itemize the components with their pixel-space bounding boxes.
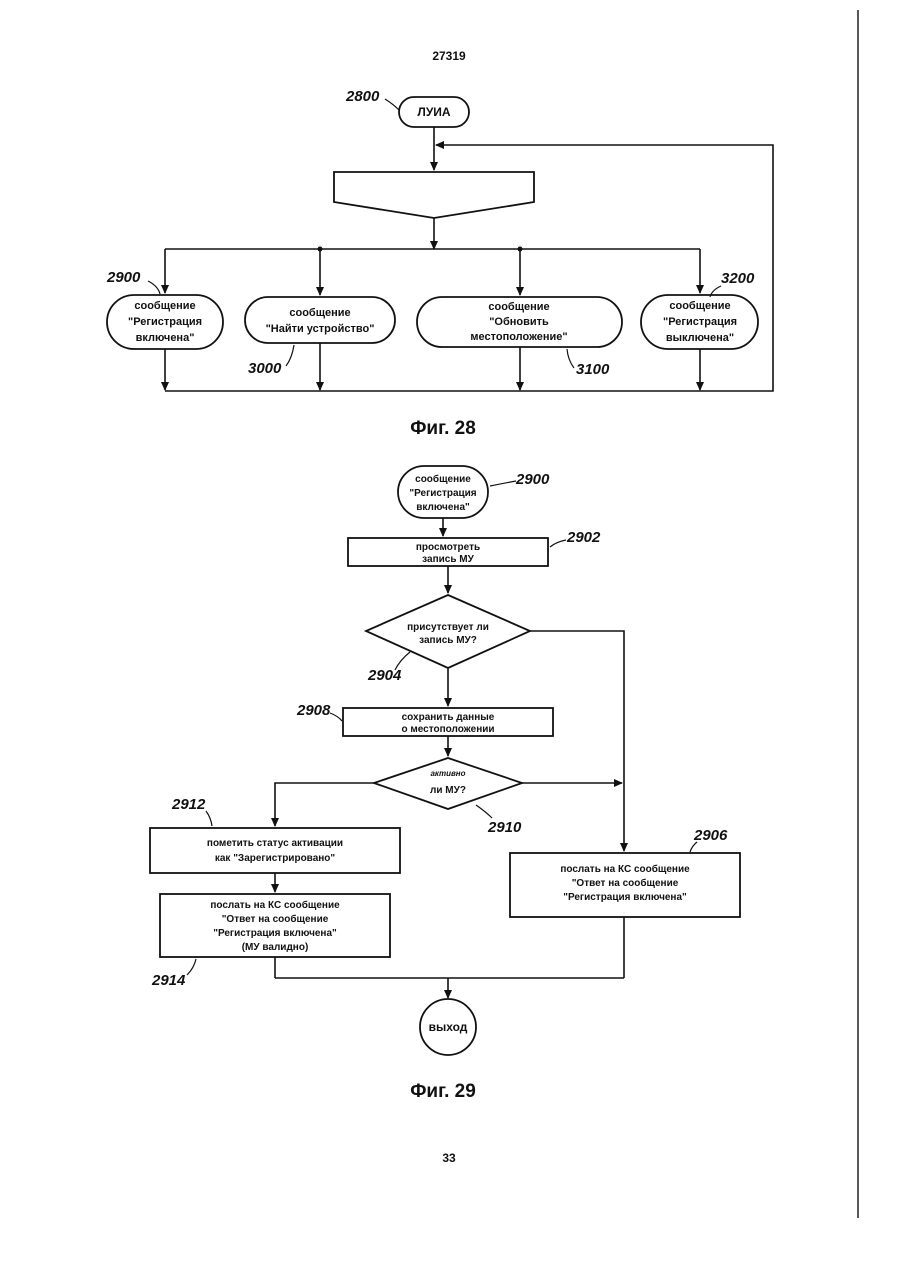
step-2912-line-1: пометить статус активации [207,838,343,849]
node-3100-line-1: сообщение [488,301,549,313]
node-3000-line-1: сообщение [289,307,350,319]
ref-label-2904: 2904 [367,667,402,684]
decision-2910-device-active [374,758,522,809]
ref-label-2914: 2914 [151,972,186,989]
node-2900-line-2: "Регистрация [128,316,202,328]
decision-2910-line-1: активно [430,769,465,778]
step-2902-line-2: запись МУ [422,554,474,565]
node-3200-line-3: выключена" [666,332,734,344]
ref-label-2800: 2800 [345,88,380,105]
node-3000-find-device [245,297,395,343]
ref-leader-2912 [206,811,212,826]
node-3100-line-2: "Обновить [489,316,549,328]
node-3200-line-1: сообщение [669,300,730,312]
ref-label-3200: 3200 [721,270,755,287]
decision-2904-line-1: присутствует ли [407,622,489,633]
figure-28-caption: Фиг. 28 [410,418,476,439]
ref-label-2912: 2912 [171,796,206,813]
start-2900-line-3: включена" [416,502,470,513]
step-2914-line-2: "Ответ на сообщение [222,913,329,925]
ref-leader-2910 [476,805,492,818]
exit-label: выход [429,1020,468,1034]
ref-label-2906: 2906 [693,827,728,844]
ref-leader-3100 [567,349,574,368]
ref-leader-2908 [330,713,342,721]
ref-label-3100: 3100 [576,361,610,378]
decision-2904-line-2: запись МУ? [419,635,477,646]
wait-message-shape [334,172,534,218]
decision-2910-line-2: ли МУ? [430,785,466,796]
ref-leader-2800 [385,99,399,110]
step-2912-line-2: как "Зарегистрировано" [215,853,336,864]
ref-leader-2900 [148,281,160,294]
step-2914-line-3: "Регистрация включена" [213,928,337,939]
step-2908-line-1: сохранить данные [402,712,495,723]
ref-leader-2900-fig29 [490,481,516,486]
step-2914-line-4: (МУ валидно) [242,942,309,953]
start-terminal-label: ЛУИА [417,105,451,119]
ref-label-3000: 3000 [248,360,282,377]
start-2900-line-1: сообщение [415,473,471,485]
step-2912-mark-registered [150,828,400,873]
step-2908-line-2: о местоположении [401,724,494,735]
connector-2910-to-2912 [275,783,374,826]
page-number: 33 [442,1151,456,1165]
step-2902-line-1: просмотреть [416,542,480,553]
ref-label-2900: 2900 [106,269,141,286]
ref-label-2902: 2902 [566,529,601,546]
connector-2904-no-to-2906 [530,631,624,851]
node-3200-line-2: "Регистрация [663,316,737,328]
figure-29-caption: Фиг. 29 [410,1081,476,1102]
ref-leader-2914 [187,959,196,975]
figure-28: ЛУИА 2800 сообщение "Регистрация включен… [106,88,773,439]
node-3000-line-2: "Найти устройство" [266,323,375,335]
step-2906-line-2: "Ответ на сообщение [572,877,679,889]
node-3100-line-3: местоположение" [470,331,567,343]
ref-leader-3000 [286,345,294,366]
step-2906-line-1: послать на КС сообщение [560,863,690,875]
step-2906-line-3: "Регистрация включена" [563,892,687,903]
node-2900-line-1: сообщение [134,300,195,312]
node-2900-line-3: включена" [136,332,195,344]
ref-leader-2902 [550,540,566,547]
doc-number: 27319 [432,49,466,63]
start-2900-line-2: "Регистрация [409,488,476,499]
ref-label-2900-fig29: 2900 [515,471,550,488]
step-2914-line-1: послать на КС сообщение [210,899,340,911]
ref-label-2908: 2908 [296,702,331,719]
ref-label-2910: 2910 [487,819,522,836]
figure-29: сообщение "Регистрация включена" 2900 пр… [150,466,740,1102]
